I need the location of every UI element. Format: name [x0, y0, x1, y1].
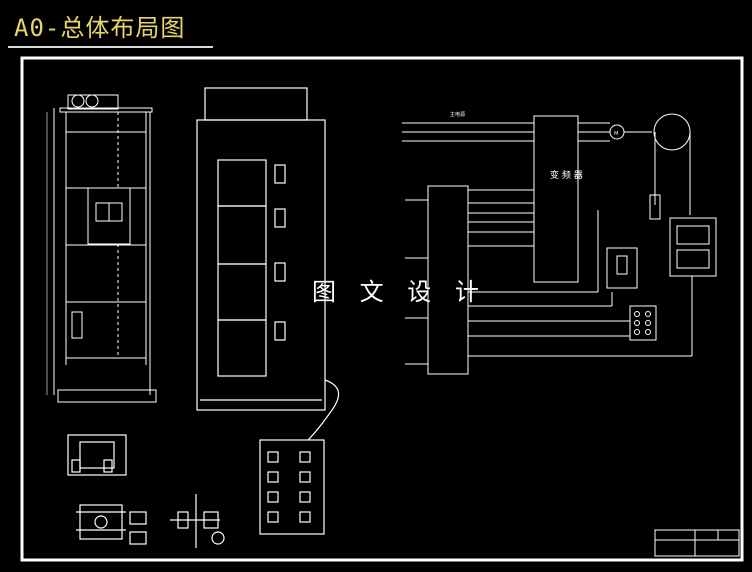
component-details [67, 434, 225, 548]
inverter-label: 变 频 器 [550, 169, 583, 181]
motor-label: M [614, 131, 618, 137]
wiring-schematic [402, 113, 717, 375]
cabinet-drawing [196, 87, 340, 441]
control-pendant-drawing [259, 439, 325, 535]
title-underline [8, 46, 213, 48]
watermark: 图 文 设 计 [312, 278, 487, 306]
title-block [654, 529, 740, 557]
drawing-frame [20, 56, 744, 562]
drawing-title: A0-总体布局图 [14, 14, 186, 42]
elevator-shaft-drawing [46, 94, 157, 403]
top-supply-label: 主电源 [450, 111, 465, 118]
